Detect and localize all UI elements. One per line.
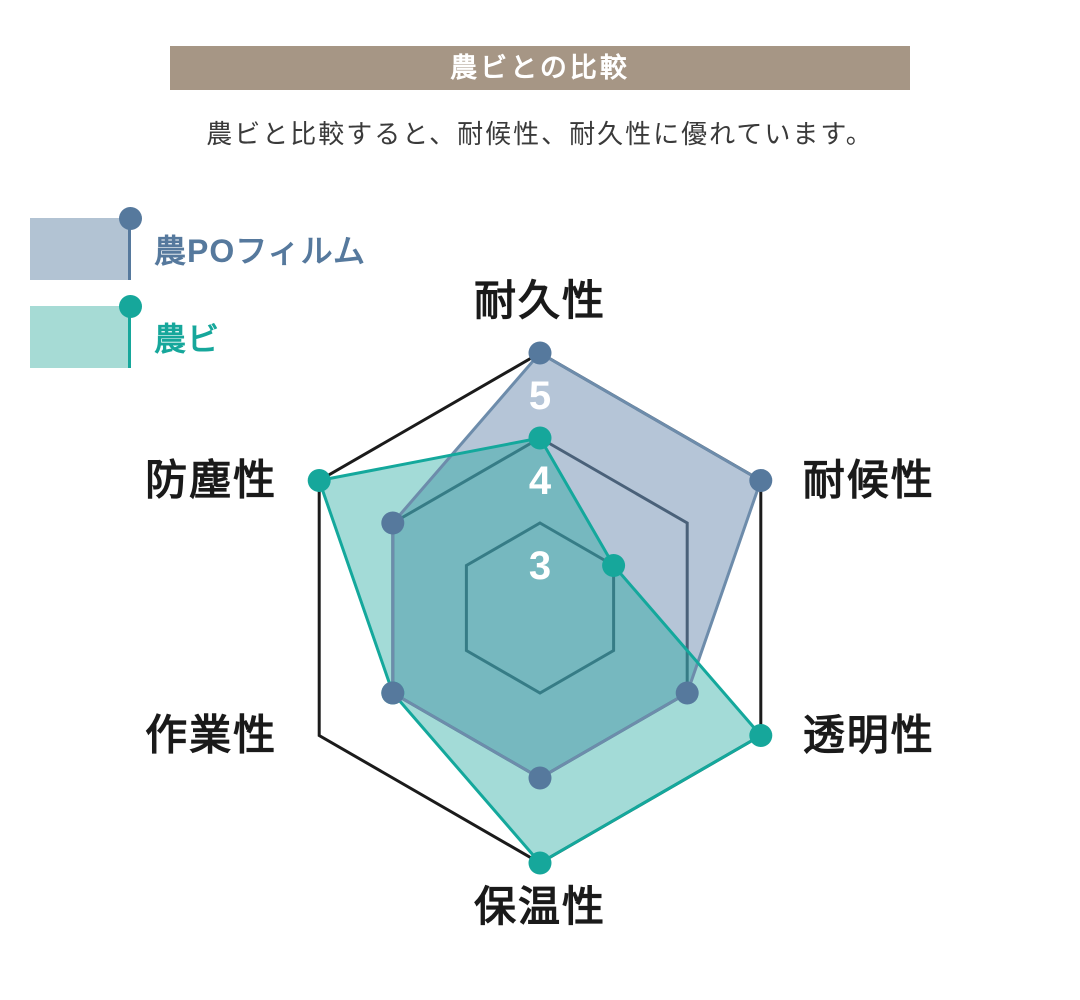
data-point-0-0 — [528, 341, 552, 365]
data-point-1-2 — [749, 724, 773, 747]
ring-label-5: 5 — [529, 374, 551, 418]
data-point-0-3 — [528, 766, 552, 790]
legend-swatch-nobi — [30, 295, 142, 368]
legend-dot-icon — [119, 295, 142, 318]
axis-label-5: 防塵性 — [145, 457, 277, 504]
axis-label-4: 作業性 — [145, 712, 277, 759]
chart-subtitle: 農ビと比較すると、耐候性、耐久性に優れています。 — [206, 119, 874, 149]
legend-label-nopo-film: 農POフィルム — [154, 233, 366, 269]
legend-swatch-edge-line — [128, 306, 131, 368]
ring-label-3: 3 — [529, 544, 551, 588]
axis-label-3: 保温性 — [474, 883, 606, 930]
axis-label-1: 耐候性 — [803, 457, 935, 504]
data-point-1-5 — [307, 469, 331, 492]
axis-label-2: 透明性 — [803, 712, 935, 759]
series-area-1 — [319, 438, 761, 863]
ring-label-4: 4 — [529, 459, 552, 503]
legend-item-nobi: 農ビ — [30, 295, 366, 368]
data-point-0-1 — [749, 469, 773, 492]
title-banner: 農ビとの比較 — [170, 46, 910, 90]
data-point-0-2 — [675, 681, 699, 705]
legend-label-nobi: 農ビ — [154, 321, 221, 357]
data-point-1-1 — [602, 554, 626, 577]
data-point-1-3 — [528, 851, 552, 875]
legend: 農POフィルム 農ビ — [30, 207, 366, 394]
legend-dot-icon — [119, 207, 142, 230]
data-point-1-0 — [528, 426, 552, 450]
data-point-0-4 — [381, 681, 405, 705]
legend-swatch-nopo-film — [30, 207, 142, 280]
axis-label-0: 耐久性 — [474, 277, 606, 324]
legend-item-nopo-film: 農POフィルム — [30, 207, 366, 280]
legend-swatch-edge-line — [128, 218, 131, 280]
series-area-0 — [392, 353, 761, 778]
data-point-0-5 — [381, 511, 405, 535]
